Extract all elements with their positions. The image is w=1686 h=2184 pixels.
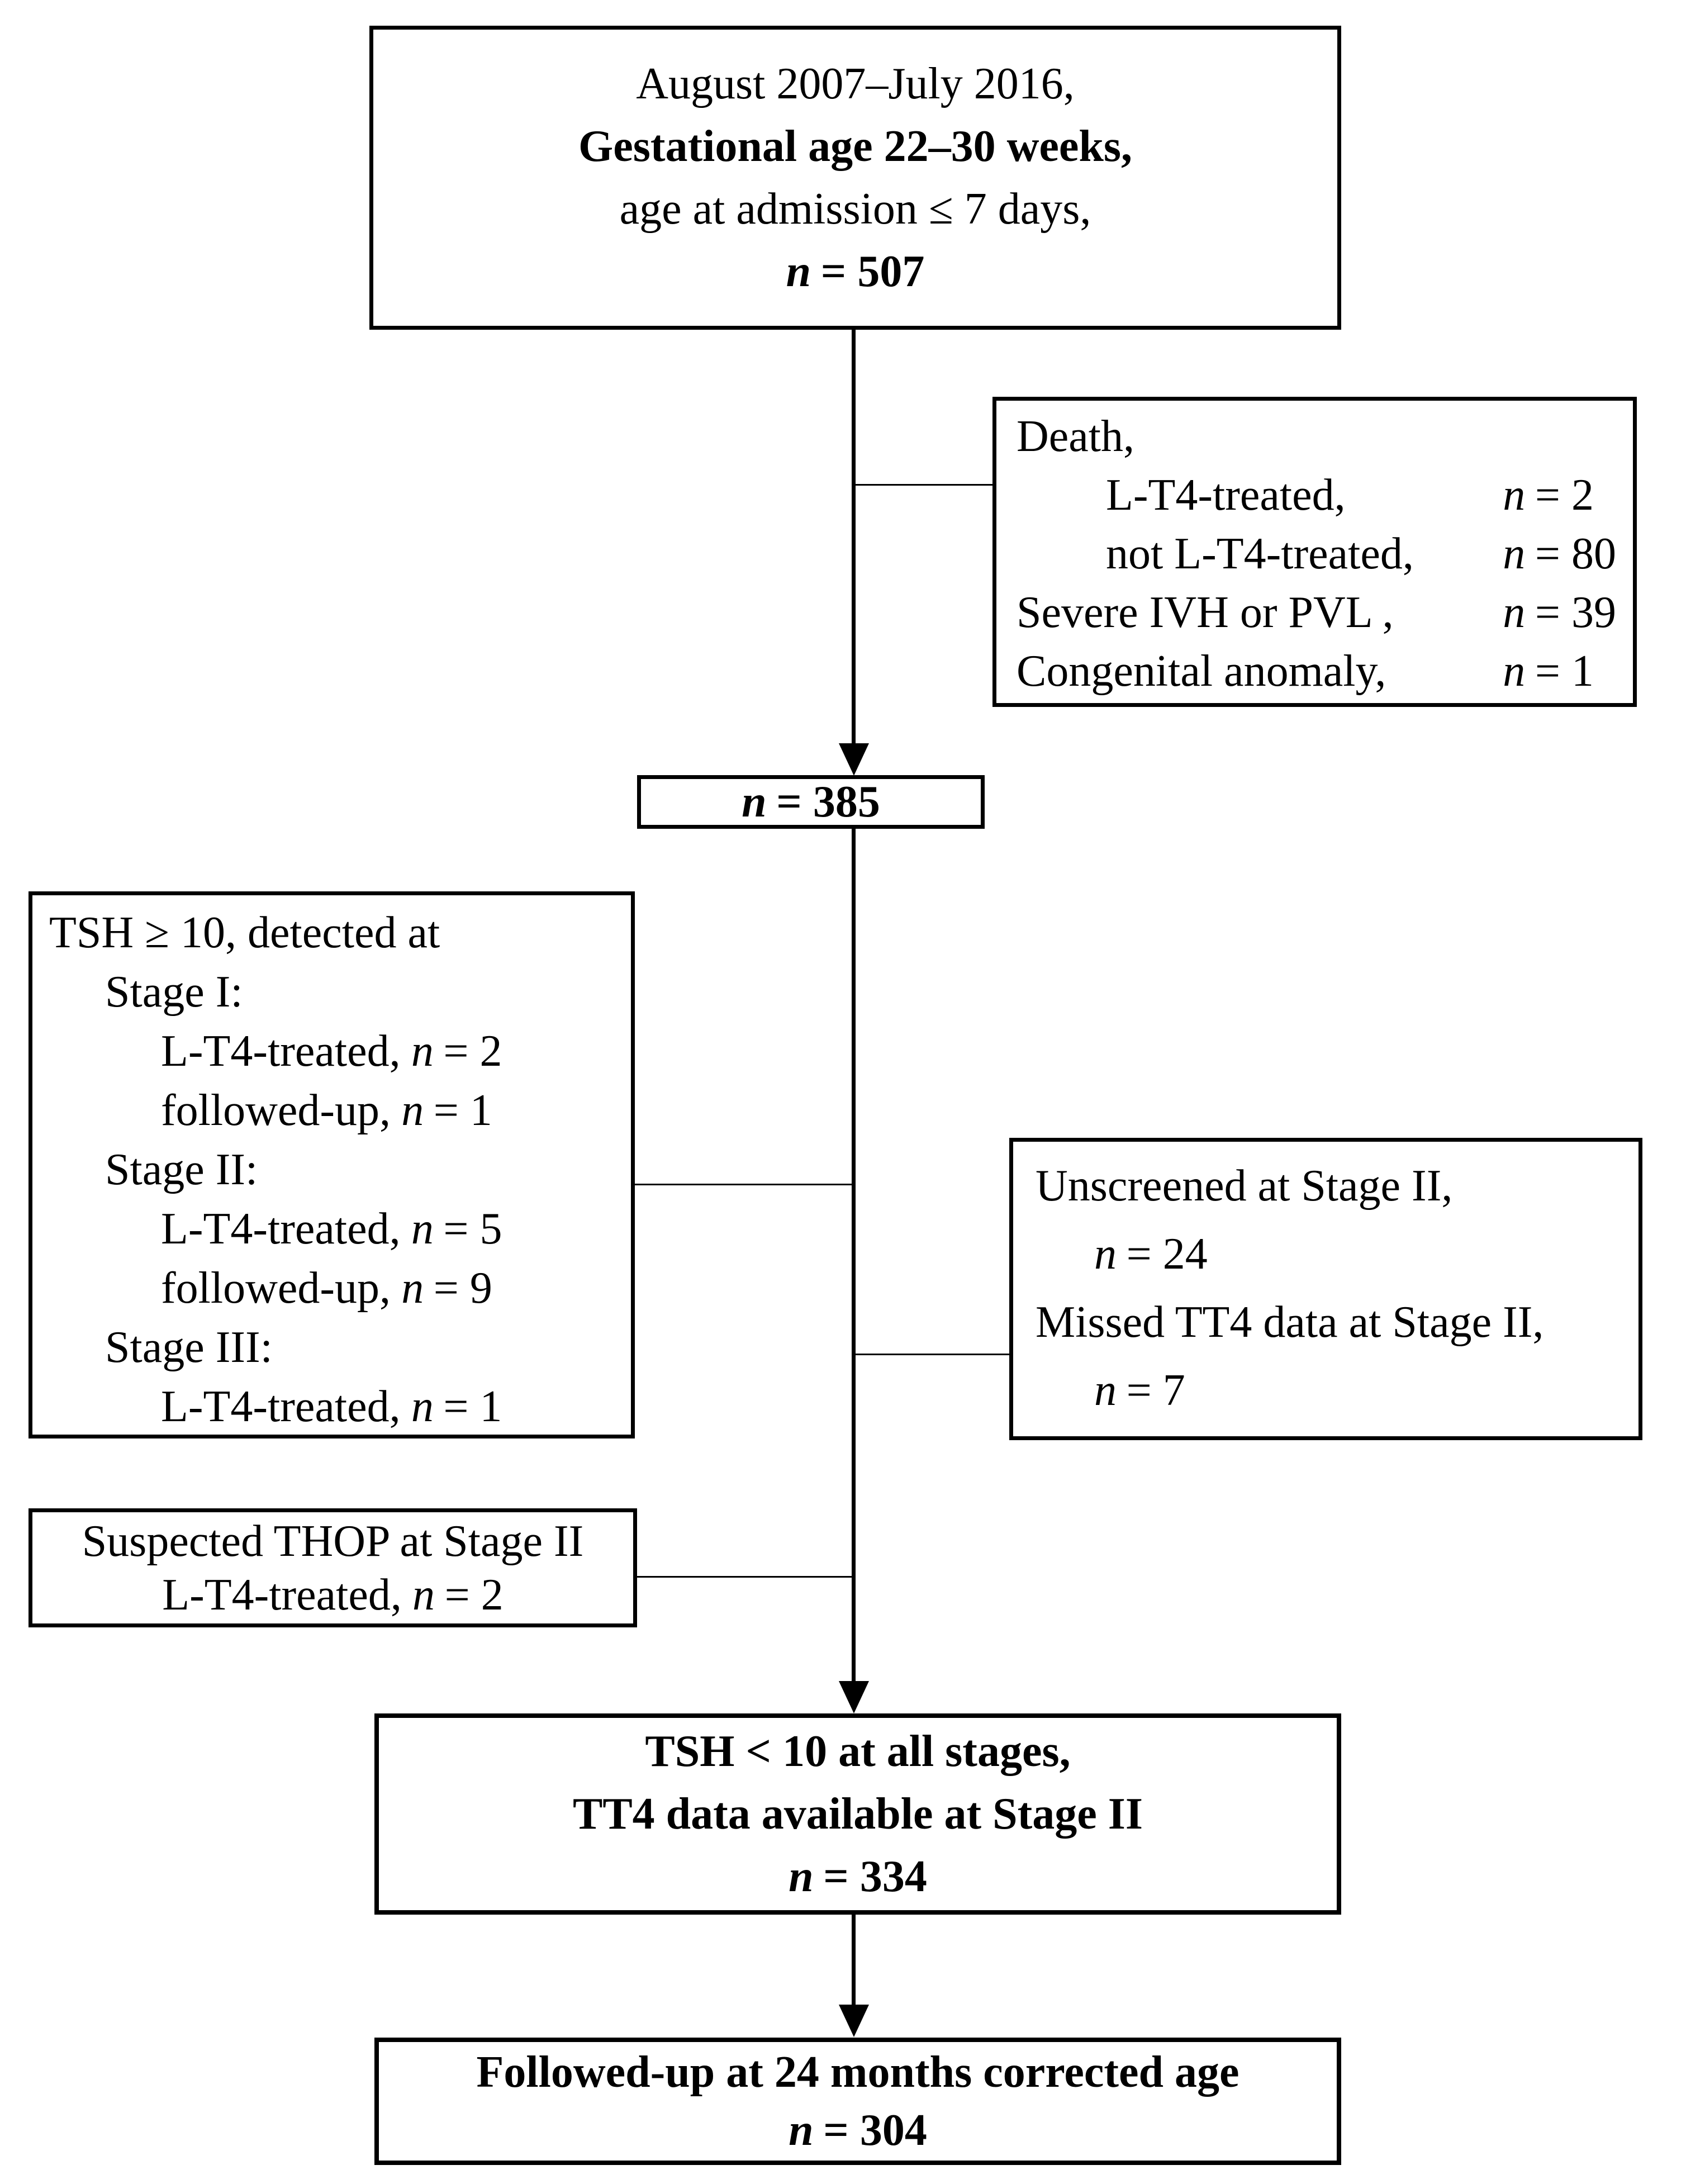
n-value: = 80 (1535, 529, 1616, 578)
n-symbol: n (401, 1086, 424, 1135)
n-symbol: n (789, 1852, 814, 1901)
enrollment-period: August 2007–July 2016, (636, 59, 1075, 108)
thop-treated-count: n= 2 (412, 1570, 504, 1620)
main-flow-line-3 (852, 1915, 856, 2005)
stage-row: L-T4-treated,n= 5 (49, 1199, 631, 1259)
connector-to-unscreened-box (854, 1354, 1010, 1355)
death-row-label: not L-T4-treated, (1106, 529, 1414, 578)
n-value: = 24 (1126, 1229, 1208, 1279)
thop-treated: L-T4-treated,n= 2 (32, 1568, 633, 1622)
stage-heading: Stage III: (105, 1323, 273, 1372)
stage-row-label: followed-up, (161, 1086, 391, 1135)
stage-row-count: n= 2 (411, 1027, 502, 1076)
stage-row-label: L-T4-treated, (161, 1027, 401, 1076)
arrow-down-icon (839, 1681, 869, 1713)
n-value: = 1 (443, 1382, 502, 1431)
thop-title: Suspected THOP at Stage II (82, 1516, 584, 1566)
n-value: = 5 (443, 1204, 502, 1254)
tsh-below-line1: TSH < 10 at all stages, (645, 1727, 1071, 1776)
n-symbol: n (1094, 1229, 1117, 1279)
stage-row-count: n= 1 (401, 1086, 492, 1135)
n-symbol: n (411, 1382, 434, 1431)
stage-row: followed-up,n= 9 (49, 1259, 631, 1318)
excluded-death-box: Death, L-T4-treated, n= 2 not L-T4-treat… (992, 397, 1637, 707)
followup-count: n= 304 (379, 2101, 1337, 2159)
thop-box: Suspected THOP at Stage II L-T4-treated,… (29, 1508, 637, 1627)
main-flow-line-1 (852, 330, 856, 744)
n-value: = 507 (820, 247, 925, 296)
n-value: = 2 (443, 1027, 502, 1076)
n-value: = 2 (444, 1570, 504, 1620)
death-row-label: Congenital anomaly, (1017, 647, 1386, 696)
death-title: Death, (1017, 412, 1135, 461)
enrollment-gestational-age: Gestational age 22–30 weeks, (578, 122, 1132, 171)
death-row-value: n= 2 (1503, 466, 1616, 525)
stage-row: L-T4-treated,n= 2 (49, 1022, 631, 1081)
n-value: = 1 (433, 1086, 492, 1135)
n-value: = 39 (1535, 588, 1616, 637)
tsh-below-line2: TT4 data available at Stage II (572, 1789, 1143, 1839)
death-row-value: n= 39 (1503, 583, 1616, 642)
n-symbol: n (1503, 529, 1526, 578)
death-row-value: n= 80 (1503, 525, 1616, 583)
arrow-down-icon (839, 743, 869, 776)
stage-heading: Stage II: (105, 1145, 258, 1194)
stage-row-label: L-T4-treated, (161, 1204, 401, 1254)
arrow-down-icon (839, 2005, 869, 2037)
stage-row-count: n= 5 (411, 1204, 502, 1254)
stage-row-label: L-T4-treated, (161, 1382, 401, 1431)
n-symbol: n (1503, 471, 1526, 520)
death-row-value: n= 1 (1503, 642, 1616, 701)
stage-heading: Stage I: (105, 967, 243, 1017)
enrollment-count: n= 507 (373, 240, 1337, 303)
n-symbol: n (411, 1027, 434, 1076)
unscreened-box: Unscreened at Stage II, n= 24 Missed TT4… (1009, 1138, 1642, 1440)
n-symbol: n (1503, 588, 1526, 637)
unscreened-label: Unscreened at Stage II, (1036, 1161, 1453, 1210)
followup-line1: Followed-up at 24 months corrected age (476, 2048, 1239, 2097)
connector-to-tsh-detected-box (634, 1184, 854, 1185)
n385-box: n= 385 (637, 775, 985, 829)
stage-row: followed-up,n= 1 (49, 1081, 631, 1140)
n-symbol: n (411, 1204, 434, 1254)
n-symbol: n (1503, 647, 1526, 696)
n-value: = 334 (823, 1852, 927, 1901)
n-symbol: n (742, 777, 767, 827)
death-row-label: Severe IVH or PVL , (1017, 588, 1394, 637)
stage-row-count: n= 9 (401, 1264, 492, 1313)
death-row-label: L-T4-treated, (1106, 471, 1346, 520)
tsh-below-box: TSH < 10 at all stages, TT4 data availab… (374, 1713, 1341, 1915)
n-symbol: n (786, 247, 811, 296)
stage-row-count: n= 1 (411, 1382, 502, 1431)
thop-treated-label: L-T4-treated, (162, 1570, 402, 1620)
n-value: = 1 (1535, 647, 1594, 696)
missed-tt4-count: n= 7 (1036, 1356, 1638, 1425)
missed-tt4-label: Missed TT4 data at Stage II, (1036, 1298, 1544, 1347)
enrollment-admission-age: age at admission ≤ 7 days, (619, 184, 1091, 234)
tsh-detected-title: TSH ≥ 10, detected at (49, 908, 440, 957)
tsh-detected-box: TSH ≥ 10, detected at Stage I: L-T4-trea… (29, 891, 635, 1438)
n-symbol: n (789, 2106, 814, 2155)
stage-row: L-T4-treated,n= 1 (49, 1377, 631, 1436)
stage-row-label: followed-up, (161, 1264, 391, 1313)
connector-to-death-box (854, 484, 994, 486)
n-symbol: n (401, 1264, 424, 1313)
n-value: = 9 (433, 1264, 492, 1313)
n-value: = 304 (823, 2106, 927, 2155)
enrollment-box: August 2007–July 2016, Gestational age 2… (369, 26, 1341, 330)
followup-box: Followed-up at 24 months corrected age n… (374, 2038, 1341, 2165)
unscreened-count: n= 24 (1036, 1220, 1638, 1288)
excluded-death-list: Death, L-T4-treated, n= 2 not L-T4-treat… (1017, 407, 1616, 701)
n-symbol: n (412, 1570, 435, 1620)
n-value: = 2 (1535, 471, 1594, 520)
main-flow-line-2 (852, 829, 856, 1682)
n-value: = 7 (1126, 1366, 1185, 1415)
n385-count: n= 385 (641, 779, 981, 825)
n-value: = 385 (776, 777, 880, 827)
connector-to-thop-box (637, 1576, 854, 1578)
tsh-below-count: n= 334 (379, 1845, 1337, 1908)
n-symbol: n (1094, 1366, 1117, 1415)
